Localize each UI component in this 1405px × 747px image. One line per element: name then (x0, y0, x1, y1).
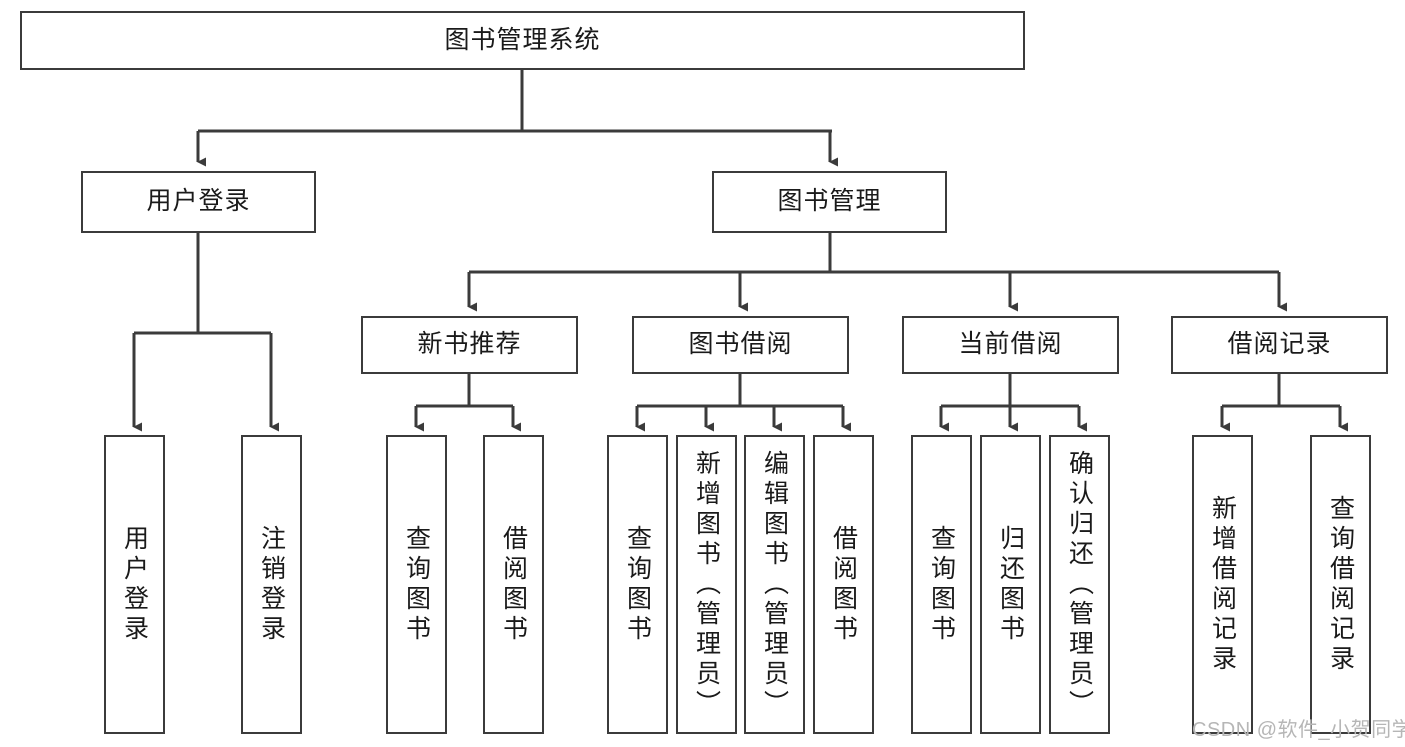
node-leaf-query-book-borrow[interactable]: 查询图书 (607, 435, 668, 734)
node-system-root[interactable]: 图书管理系统 (20, 11, 1025, 70)
node-leaf-add-book-admin[interactable]: 新增图书（管理员） (676, 435, 737, 734)
node-book-management[interactable]: 图书管理 (712, 171, 947, 233)
node-leaf-query-book-current[interactable]: 查询图书 (911, 435, 972, 734)
node-leaf-user-login[interactable]: 用户登录 (104, 435, 165, 734)
node-label: 借阅记录 (1227, 330, 1332, 359)
node-current-borrow[interactable]: 当前借阅 (902, 316, 1119, 374)
node-leaf-query-borrow-record[interactable]: 查询借阅记录 (1310, 435, 1371, 734)
node-label: 新增借阅记录 (1208, 494, 1237, 675)
node-new-book-recommend[interactable]: 新书推荐 (361, 316, 578, 374)
node-label: 查询图书 (927, 524, 956, 645)
node-leaf-user-logout[interactable]: 注销登录 (241, 435, 302, 734)
node-leaf-borrow-book[interactable]: 借阅图书 (813, 435, 874, 734)
node-label: 图书管理 (777, 187, 882, 216)
node-leaf-return-book[interactable]: 归还图书 (980, 435, 1041, 734)
node-label: 查询图书 (623, 524, 652, 645)
node-book-borrow[interactable]: 图书借阅 (632, 316, 849, 374)
node-label: 用户登录 (120, 524, 149, 645)
node-label: 新增图书（管理员） (692, 449, 721, 720)
node-leaf-query-book-newbook[interactable]: 查询图书 (386, 435, 447, 734)
node-borrow-record[interactable]: 借阅记录 (1171, 316, 1388, 374)
node-leaf-edit-book-admin[interactable]: 编辑图书（管理员） (744, 435, 805, 734)
node-label: 归还图书 (996, 524, 1025, 645)
node-label: 借阅图书 (499, 524, 528, 645)
node-user-login[interactable]: 用户登录 (81, 171, 316, 233)
node-label: 当前借阅 (958, 330, 1063, 359)
csdn-watermark: CSDN @软件_小贺同学 (1192, 719, 1405, 741)
node-leaf-borrow-book-newbook[interactable]: 借阅图书 (483, 435, 544, 734)
node-label: 确认归还（管理员） (1065, 449, 1094, 720)
node-label: 用户登录 (146, 187, 251, 216)
node-label: 编辑图书（管理员） (760, 449, 789, 720)
node-label: 注销登录 (257, 524, 286, 645)
node-leaf-add-borrow-record[interactable]: 新增借阅记录 (1192, 435, 1253, 734)
node-leaf-confirm-return-admin[interactable]: 确认归还（管理员） (1049, 435, 1110, 734)
node-label: 借阅图书 (829, 524, 858, 645)
node-label: 图书借阅 (688, 330, 793, 359)
node-label: 图书管理系统 (444, 25, 601, 54)
node-label: 查询借阅记录 (1326, 494, 1355, 675)
node-label: 查询图书 (402, 524, 431, 645)
node-label: 新书推荐 (417, 330, 522, 359)
